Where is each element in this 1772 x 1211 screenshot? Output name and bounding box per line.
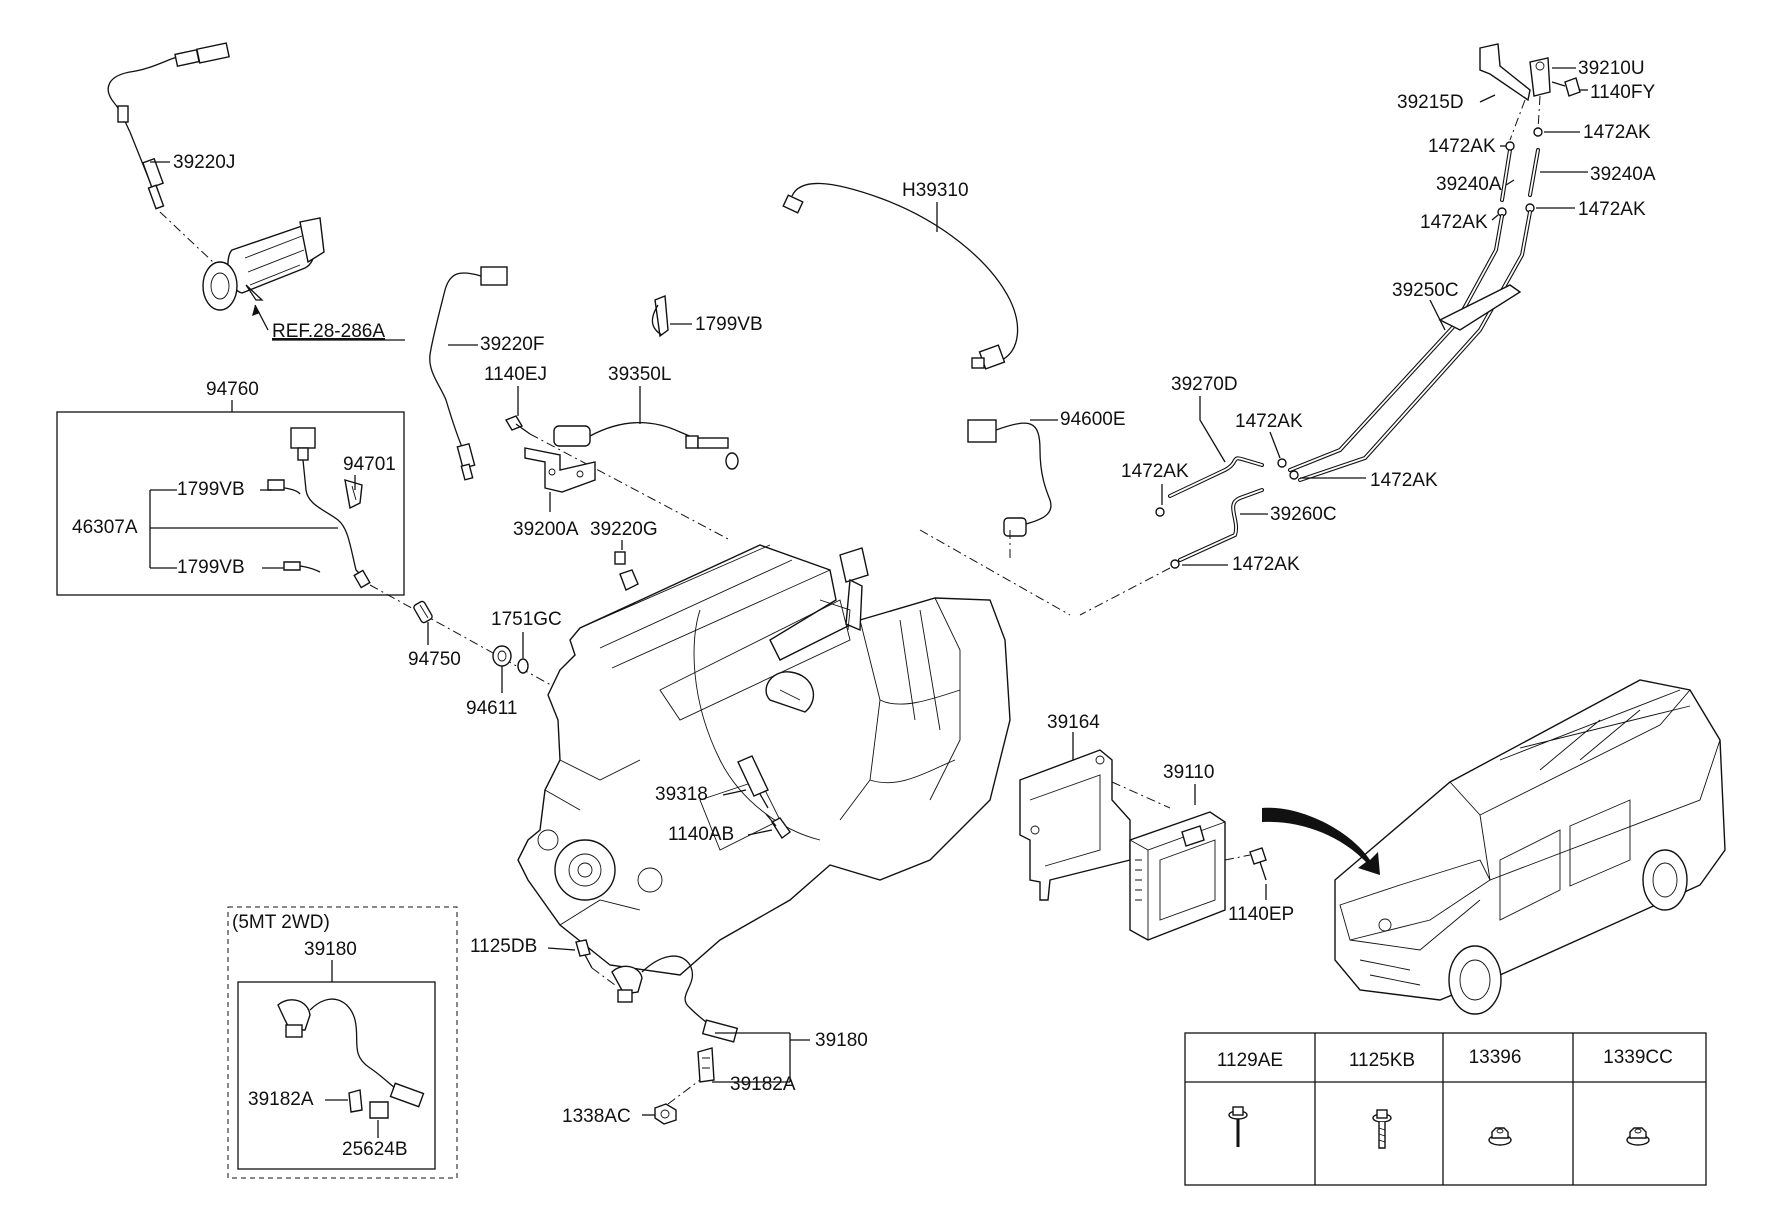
sensor-39350L-drawing [553,422,739,470]
label-25624B: 25624B [342,1139,408,1160]
hose-39270D-drawing [1168,456,1264,498]
label-5mt-2wd: (5MT 2WD) [232,912,330,933]
hose-39240A-drawing [1500,148,1540,202]
label-1140EP: 1140EP [1228,904,1294,925]
fastener-table: 1129AE 1125KB 13396 1339CC [1184,1032,1707,1186]
table-header-1339CC: 1339CC [1603,1047,1673,1068]
pointer-arrow-icon [1262,807,1380,875]
label-1472AK-6: 1472AK [1121,461,1189,482]
bracket-39200A-drawing [524,447,596,493]
hose-39260C-drawing [1178,488,1264,562]
clip-1799VB-drawing [651,295,669,338]
sensor-94750-drawing [413,600,433,624]
harness-H39310-drawing [782,182,1019,370]
engine-block-drawing [517,544,1011,976]
label-1140AB: 1140AB [668,824,734,845]
kit-box-94760 [56,411,405,596]
flange-nut-icon [1488,1127,1512,1146]
label-39270D: 39270D [1171,374,1238,395]
ref-label: REF.28-286A [272,321,385,342]
label-1472AK-2: 1472AK [1428,136,1496,157]
label-46307A: 46307A [72,517,138,538]
label-1799VB-top: 1799VB [695,314,763,335]
label-1751GC: 1751GC [491,609,562,630]
van-illustration [1334,679,1726,1015]
label-39220J: 39220J [173,152,235,173]
flange-bolt-icon [1372,1109,1392,1149]
vacuum-valve-39210U-drawing [1479,43,1551,102]
crank-sensor-39180-drawing [611,955,739,1083]
label-39180-box: 39180 [304,939,357,960]
label-1338AC: 1338AC [562,1106,631,1127]
label-1125DB: 1125DB [470,936,537,957]
gasket-1751GC-drawing [517,658,529,674]
label-94611: 94611 [466,698,517,719]
sensor-94611-drawing [492,645,512,667]
vacuum-pipe-39250C-drawing [1288,210,1532,482]
label-39110: 39110 [1163,762,1214,783]
label-94600E: 94600E [1060,409,1126,430]
label-1472AK-4: 1472AK [1578,199,1646,220]
label-1472AK-3: 1472AK [1420,212,1488,233]
label-39215D: 39215D [1397,92,1464,113]
label-39318: 39318 [655,784,708,805]
label-39182A: 39182A [730,1074,796,1095]
bolt-1140FY-drawing [1551,77,1581,97]
table-header-1125KB: 1125KB [1349,1050,1415,1071]
label-39250C: 39250C [1392,280,1459,301]
label-39240A-left: 39240A [1436,174,1502,195]
label-94750: 94750 [408,649,461,670]
oxygen-sensor-39220F-drawing [429,266,508,481]
label-39260C: 39260C [1270,504,1337,525]
label-1472AK-1: 1472AK [1583,122,1651,143]
label-1472AK-5: 1472AK [1235,411,1303,432]
bolt-1125DB-drawing [575,939,593,969]
label-39350L: 39350L [608,364,671,385]
label-94760: 94760 [206,379,259,400]
bolt-1140AB-drawing [765,813,791,840]
label-1140FY: 1140FY [1590,82,1655,103]
sensor-39180-alt-drawing [277,998,425,1119]
flange-bolt-icon [1228,1106,1248,1147]
bolt-1140EJ-drawing [504,415,531,435]
label-1140EJ: 1140EJ [484,364,547,385]
label-39180: 39180 [815,1030,868,1051]
label-1799VB-b: 1799VB [177,557,245,578]
variant-box-5mt-2wd [227,906,458,1179]
bolt-1140EP-drawing [1249,847,1267,881]
label-39200A: 39200A [513,519,579,540]
oxygen-sensor-39220J-drawing [107,42,230,210]
label-94701: 94701 [343,454,396,475]
label-1472AK-7: 1472AK [1370,470,1438,491]
label-1472AK-8: 1472AK [1232,554,1300,575]
sensor-harness-drawing [267,427,371,589]
label-39240A-right: 39240A [1590,164,1656,185]
label-H39310: H39310 [902,180,969,201]
sensor-39318-drawing [737,755,769,809]
nut-1338AC-drawing [654,1103,677,1125]
label-39220G: 39220G [590,519,658,540]
sensor-39220G-drawing [614,551,639,591]
flange-nut-icon [1626,1127,1650,1146]
label-39182A-box: 39182A [248,1089,314,1110]
label-39220F: 39220F [480,334,544,355]
label-1799VB-a: 1799VB [177,479,245,500]
ecu-bracket-39164-drawing [1019,749,1131,901]
table-header-1129AE: 1129AE [1217,1050,1283,1071]
catalytic-converter-drawing [202,217,325,311]
inner-box-39180 [237,981,436,1170]
ecu-39110-drawing [1129,811,1226,941]
table-header-13396: 13396 [1469,1047,1522,1068]
label-39164: 39164 [1047,712,1100,733]
label-39210U: 39210U [1578,58,1645,79]
sensor-94600E-drawing [967,419,1052,537]
